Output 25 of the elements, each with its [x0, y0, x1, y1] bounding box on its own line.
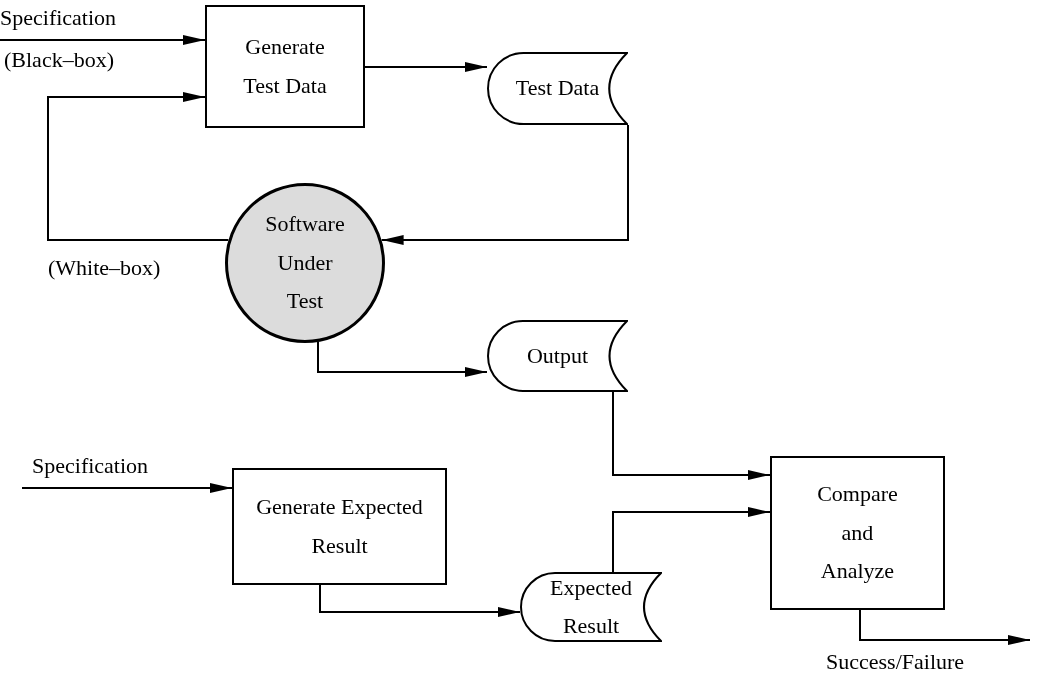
arrow: [0, 35, 206, 45]
note-label: (Black–box): [4, 46, 114, 74]
node-text: Output: [525, 341, 590, 370]
edge-label: Specification: [0, 4, 117, 32]
arrow: [612, 507, 771, 573]
arrow: [364, 62, 488, 72]
node-text: Generate Test Data: [242, 33, 328, 100]
edge-label: (White–box): [48, 254, 161, 282]
node-text: Expected Result: [549, 573, 633, 640]
edge-label: Success/Failure: [826, 648, 965, 675]
node-text: Compare and Analyze: [816, 480, 899, 586]
arrow: [21, 483, 233, 493]
process-box: [770, 456, 945, 610]
edge-label: Specification: [32, 452, 149, 480]
arrow: [859, 609, 1031, 645]
data-storage-shape: [487, 52, 628, 125]
node-text: Software Under Test: [264, 210, 346, 316]
arrow: [319, 584, 521, 617]
data-storage-shape: [520, 572, 662, 642]
arrow: [612, 391, 771, 480]
process-box: [232, 468, 447, 585]
data-storage-shape: [487, 320, 628, 392]
node-text: Test Data: [514, 74, 601, 103]
process-box: [205, 5, 365, 128]
node-text: Generate Expected Result: [255, 493, 424, 560]
